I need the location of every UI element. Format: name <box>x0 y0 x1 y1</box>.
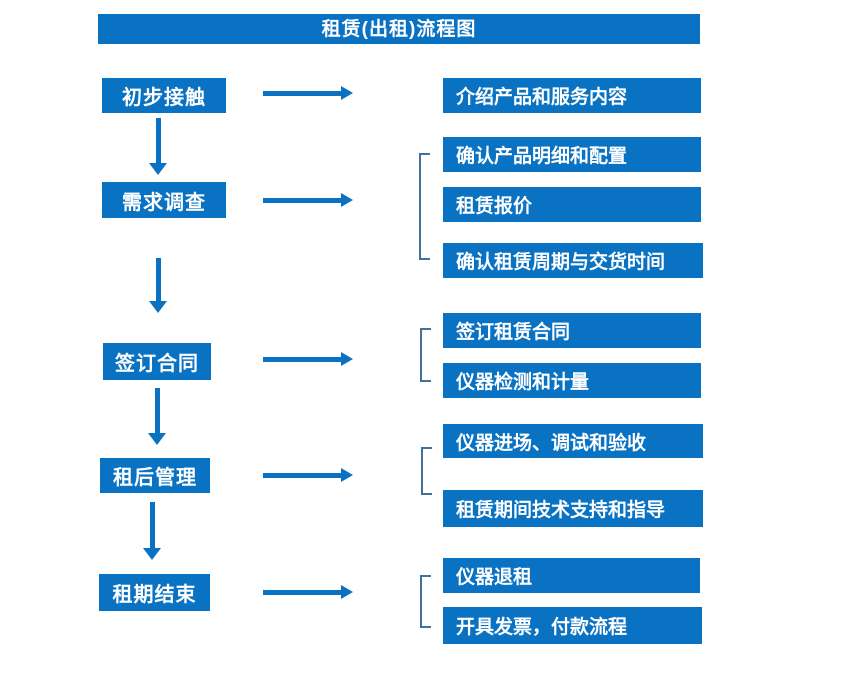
arrow-shaft <box>263 472 343 478</box>
stage-demand-survey: 需求调查 <box>102 182 226 218</box>
arrow-right-icon <box>263 468 353 482</box>
arrow-shaft <box>263 90 343 96</box>
detail-confirm-product-config: 确认产品明细和配置 <box>443 137 701 172</box>
detail-tech-support-guidance: 租赁期间技术支持和指导 <box>443 490 703 527</box>
detail-instrument-testing-metering: 仪器检测和计量 <box>443 363 701 398</box>
group-bracket <box>420 575 431 628</box>
detail-rental-quotation: 租赁报价 <box>443 187 701 222</box>
stage-post-rental-management: 租后管理 <box>100 458 210 493</box>
arrow-head <box>149 301 167 313</box>
arrow-shaft <box>263 356 343 362</box>
detail-introduce-products-services: 介绍产品和服务内容 <box>443 78 701 113</box>
arrow-shaft <box>263 589 343 595</box>
detail-confirm-rental-period-delivery: 确认租赁周期与交货时间 <box>443 243 703 278</box>
arrow-head <box>341 352 353 366</box>
arrow-right-icon <box>263 352 353 366</box>
detail-instrument-return: 仪器退租 <box>443 558 700 593</box>
arrow-head <box>341 86 353 100</box>
arrow-right-icon <box>263 193 353 207</box>
arrow-head <box>341 468 353 482</box>
stage-sign-contract: 签订合同 <box>103 343 211 380</box>
arrow-shaft <box>263 197 343 203</box>
detail-instrument-install-acceptance: 仪器进场、调试和验收 <box>443 424 703 458</box>
arrow-down-icon <box>148 388 166 445</box>
arrow-down-icon <box>143 502 161 560</box>
arrow-right-icon <box>263 585 353 599</box>
arrow-head <box>341 585 353 599</box>
arrow-head <box>149 163 167 175</box>
group-bracket <box>421 447 432 495</box>
detail-invoice-payment-process: 开具发票，付款流程 <box>443 607 702 644</box>
detail-sign-rental-contract: 签订租赁合同 <box>443 313 701 348</box>
arrow-right-icon <box>263 86 353 100</box>
flowchart-title: 租赁(出租)流程图 <box>98 14 700 44</box>
arrow-down-icon <box>149 118 167 175</box>
arrow-shaft <box>155 258 161 303</box>
arrow-shaft <box>155 118 161 165</box>
arrow-head <box>341 193 353 207</box>
arrow-head <box>148 433 166 445</box>
arrow-shaft <box>149 502 155 550</box>
stage-initial-contact: 初步接触 <box>102 78 226 113</box>
group-bracket <box>420 328 431 382</box>
arrow-shaft <box>154 388 160 435</box>
arrow-head <box>143 548 161 560</box>
group-bracket <box>419 153 430 260</box>
stage-rental-end: 租期结束 <box>99 574 210 611</box>
arrow-down-icon <box>149 258 167 313</box>
